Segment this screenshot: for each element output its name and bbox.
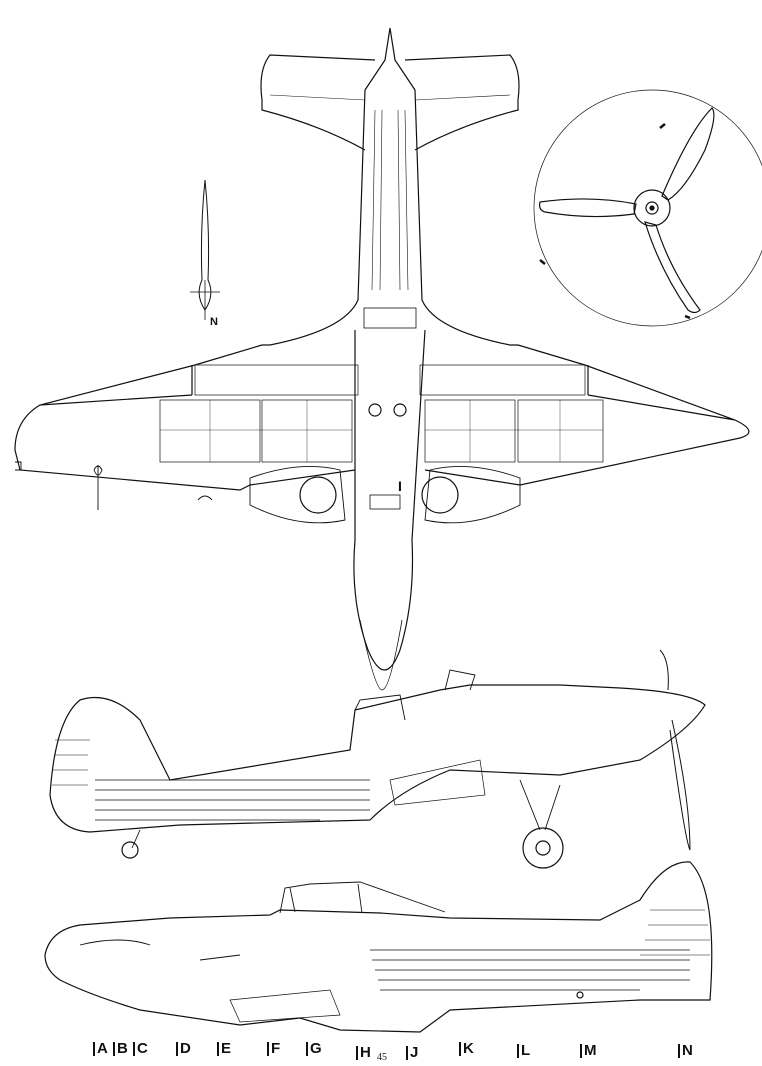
station-label-e: E (217, 1041, 231, 1056)
station-label-h: H (356, 1045, 371, 1060)
wing-left (14, 344, 356, 491)
tailplane (260, 54, 520, 151)
station-label-k: K (459, 1041, 474, 1056)
page-number: 45 (377, 1052, 387, 1063)
side-view-left (44, 861, 713, 1033)
station-label-m: M (580, 1043, 597, 1058)
station-label-l: L (517, 1043, 530, 1058)
north-marker-label: N (210, 316, 218, 328)
station-label-f: F (267, 1041, 280, 1056)
station-label-b: B (113, 1041, 128, 1056)
side-view-right (49, 649, 706, 869)
station-label-c: C (133, 1041, 148, 1056)
propeller-front-view (533, 89, 762, 327)
section-detail (190, 179, 220, 320)
plan-marker-label: I (398, 478, 402, 494)
station-label-g: G (306, 1041, 322, 1056)
station-label-n: N (678, 1043, 693, 1058)
plan-view (14, 27, 750, 691)
wing-right (424, 344, 750, 486)
station-label-d: D (176, 1041, 191, 1056)
fuselage-top (262, 27, 518, 346)
station-label-a: A (93, 1041, 108, 1056)
station-label-j: J (406, 1045, 418, 1060)
